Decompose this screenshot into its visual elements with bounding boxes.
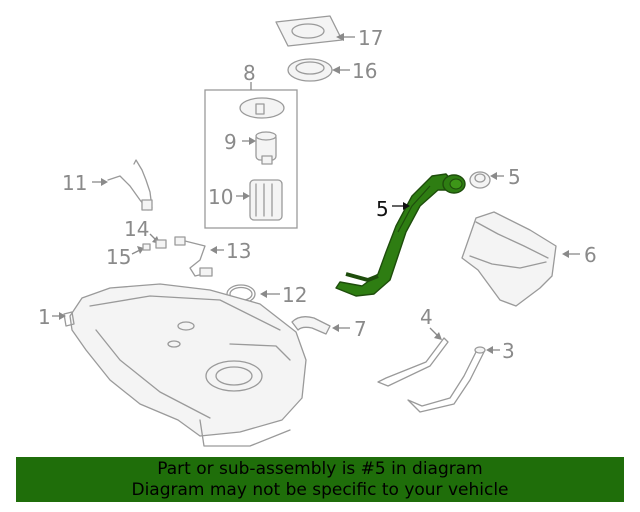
svg-text:8: 8 [243,61,256,85]
part-4-shield: 6 [461,211,597,307]
svg-text:15: 15 [106,245,131,269]
banner-line-1: Part or sub-assembly is #5 in diagram [157,459,483,479]
parts-diagram: 17 16 8 9 10 [38,15,597,447]
svg-text:5: 5 [376,197,389,221]
svg-text:14: 14 [124,217,149,241]
part-10-strainer: 10 [208,179,283,221]
part-8-pump-assembly: 8 [204,61,298,229]
part-17-gasket [275,15,343,47]
part-11-sender: 11 [62,159,153,211]
part-2-strap: 3 [407,339,515,413]
svg-text:3: 3 [502,339,515,363]
svg-text:10: 10 [208,185,233,209]
part-16-lock-ring [287,58,333,82]
svg-text:4: 4 [420,305,433,329]
callout-13: 13 [210,239,251,263]
callout-1: 1 [38,305,66,329]
svg-text:7: 7 [354,317,367,341]
callout-16: 16 [332,59,377,83]
svg-text:6: 6 [584,243,597,267]
callout-15: 15 [106,243,151,269]
svg-text:9: 9 [224,130,237,154]
part-3-strap: 4 [377,305,449,387]
callout-5: 5 [376,197,410,221]
svg-text:17: 17 [358,26,383,50]
svg-text:12: 12 [282,283,307,307]
svg-text:5: 5 [508,165,521,189]
part-9-filter: 9 [224,130,277,165]
part-13-harness [155,236,213,277]
part-1-fuel-tank [63,283,307,447]
callout-17: 17 [336,26,383,50]
info-banner: Part or sub-assembly is #5 in diagram Di… [16,457,624,502]
svg-text:16: 16 [352,59,377,83]
svg-text:11: 11 [62,171,87,195]
part-6-cap: 5 [469,165,521,189]
svg-text:13: 13 [226,239,251,263]
part-5-filler-pipe [335,173,466,297]
svg-text:1: 1 [38,305,51,329]
banner-line-2: Diagram may not be specific to your vehi… [131,480,509,500]
part-12-o-ring: 12 [226,283,307,307]
callout-14: 14 [124,217,160,244]
part-7-hose: 7 [291,316,367,341]
